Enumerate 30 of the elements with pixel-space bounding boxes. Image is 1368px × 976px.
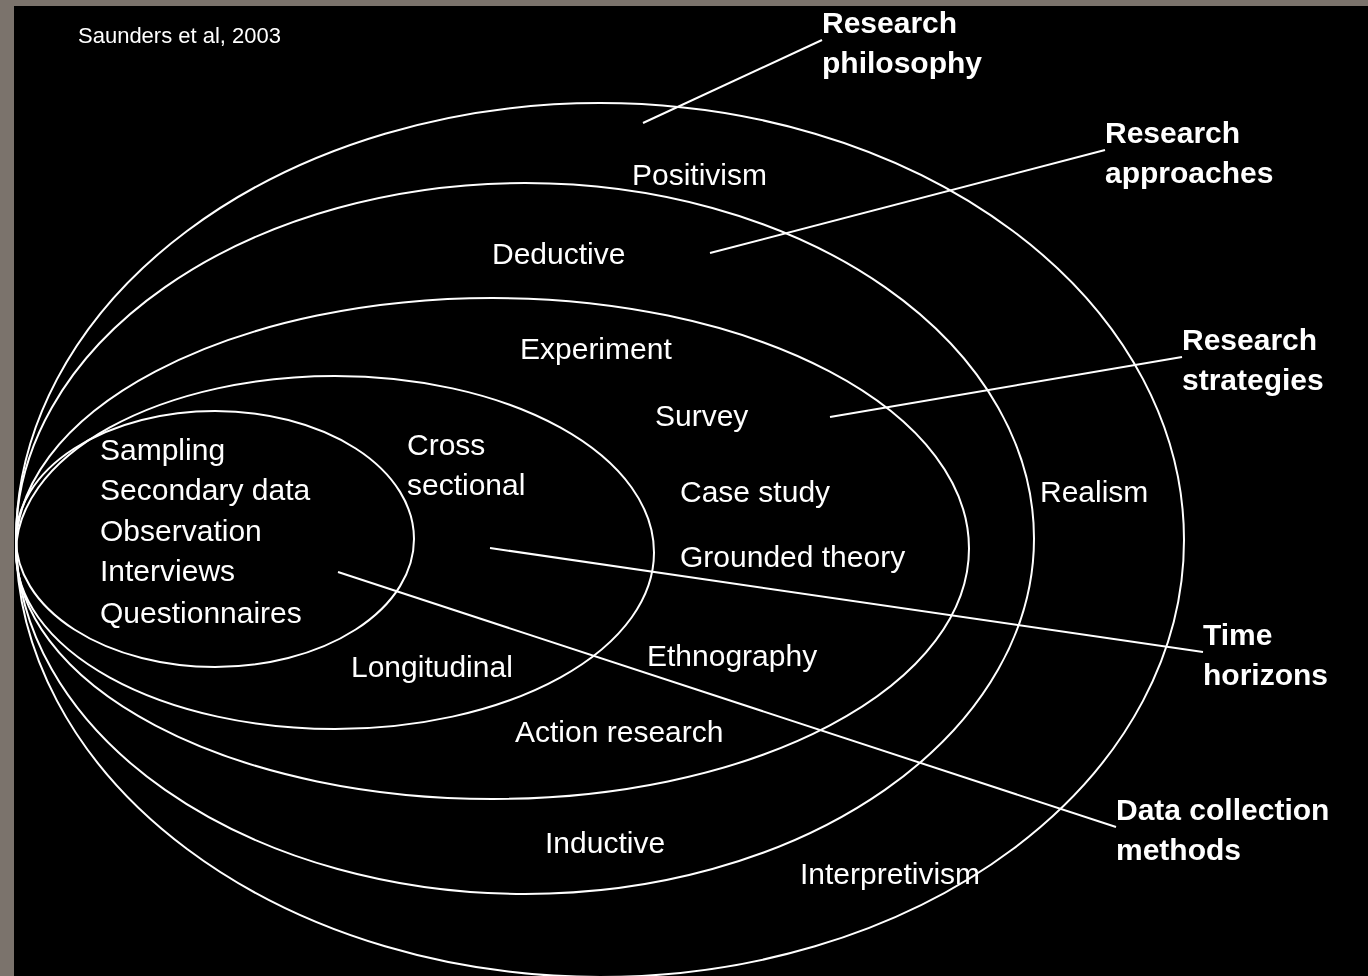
leader-line bbox=[337, 571, 1117, 828]
layer-term: Survey bbox=[655, 398, 749, 434]
leader-line bbox=[709, 149, 1106, 254]
layer-term: Interpretivism bbox=[800, 856, 981, 892]
leader-line bbox=[489, 547, 1204, 653]
layer-term: Case study bbox=[680, 474, 831, 510]
layer-heading: Research philosophy bbox=[822, 6, 983, 81]
layer-term: Inductive bbox=[545, 825, 666, 861]
layer-term: Positivism bbox=[632, 157, 767, 193]
layer-term: Longitudinal bbox=[351, 649, 513, 685]
layer-term: Sampling bbox=[100, 432, 226, 468]
layer-term: Questionnaires bbox=[100, 595, 302, 631]
layer-term: Interviews bbox=[100, 553, 236, 589]
layer-heading: Time horizons bbox=[1203, 617, 1329, 693]
layer-term: Grounded theory bbox=[680, 539, 906, 575]
layer-heading: Research strategies bbox=[1182, 322, 1325, 398]
layer-term: Cross sectional bbox=[407, 427, 527, 503]
layer-term: Deductive bbox=[492, 236, 626, 272]
layer-heading: Research approaches bbox=[1105, 115, 1275, 191]
layer-term: Realism bbox=[1040, 474, 1149, 510]
source-note: Saunders et al, 2003 bbox=[78, 22, 282, 50]
layer-term: Secondary data bbox=[100, 472, 311, 508]
onion-layer-ellipse bbox=[15, 297, 970, 800]
layer-term: Observation bbox=[100, 513, 262, 549]
layer-term: Ethnography bbox=[647, 638, 818, 674]
layer-heading: Data collection methods bbox=[1116, 792, 1331, 868]
layer-term: Experiment bbox=[520, 331, 672, 367]
layer-term: Action research bbox=[515, 714, 724, 750]
leader-line bbox=[642, 39, 823, 124]
leader-line bbox=[829, 356, 1183, 418]
